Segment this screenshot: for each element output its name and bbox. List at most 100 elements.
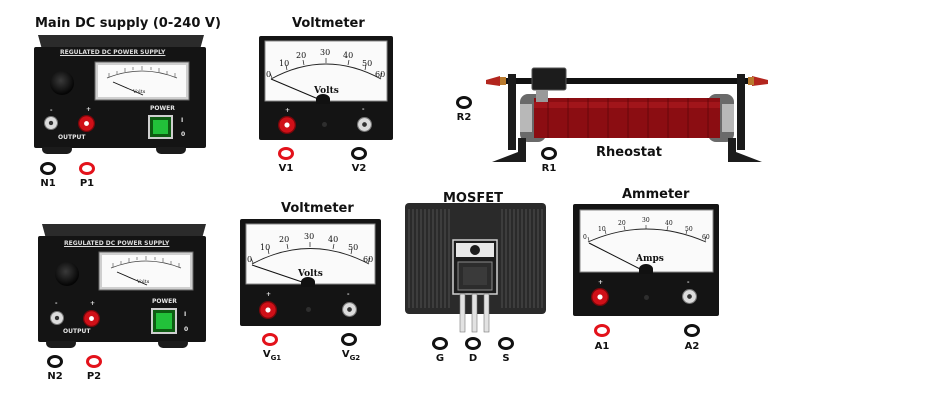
scale-tick: 40 xyxy=(343,51,353,60)
meter-unit-label: Volts xyxy=(313,86,339,96)
terminal-vg1-main: V xyxy=(262,349,271,360)
scale-tick: 60 xyxy=(702,234,710,241)
meter-plus-label: + xyxy=(598,279,604,286)
terminal-r2[interactable] xyxy=(456,96,472,109)
meter-minus-label: - xyxy=(362,106,365,113)
mosfet-heading: MOSFET xyxy=(443,191,503,206)
psu-foot xyxy=(42,147,72,154)
power-switch[interactable] xyxy=(148,115,173,139)
terminal-r2-label: R2 xyxy=(456,112,472,123)
terminal-drain[interactable] xyxy=(465,337,481,350)
psu-negative-jack[interactable] xyxy=(44,116,58,130)
terminal-p1-label: P1 xyxy=(79,178,95,189)
terminal-v1[interactable] xyxy=(278,147,294,160)
scale-tick: 50 xyxy=(362,59,372,68)
terminal-source-label: S xyxy=(502,353,510,364)
psu-negative-jack[interactable] xyxy=(50,311,64,325)
rheostat-label: Rheostat xyxy=(596,145,662,160)
psu-output-label: OUTPUT xyxy=(63,328,91,335)
terminal-p1[interactable] xyxy=(79,162,95,175)
psu-power-label: POWER xyxy=(150,105,175,112)
psu-title: REGULATED DC POWER SUPPLY xyxy=(64,240,170,247)
needle-pivot xyxy=(316,94,330,104)
psu-plus-label: + xyxy=(86,106,92,113)
meter-positive-jack[interactable] xyxy=(259,301,277,319)
terminal-a1-label: A1 xyxy=(594,341,610,352)
meter-negative-jack[interactable] xyxy=(682,289,697,304)
terminal-v1-label: V1 xyxy=(278,163,294,174)
terminal-n1[interactable] xyxy=(40,162,56,175)
zero-adjust-screw[interactable] xyxy=(322,122,327,127)
psu-top-panel xyxy=(38,35,204,47)
terminal-vg2-label: VG2 xyxy=(336,349,366,362)
voltage-adjust-knob[interactable] xyxy=(50,71,74,95)
terminal-p2[interactable] xyxy=(86,355,102,368)
scale-tick: 20 xyxy=(618,220,626,227)
scale-tick: 30 xyxy=(304,232,314,241)
psu-minus-label: - xyxy=(55,300,58,307)
terminal-a2[interactable] xyxy=(684,324,700,337)
terminal-vg2[interactable] xyxy=(341,333,357,346)
psu-plus-label: + xyxy=(90,300,96,307)
meter-positive-jack[interactable] xyxy=(591,288,609,306)
terminal-n2[interactable] xyxy=(47,355,63,368)
psu-positive-jack[interactable] xyxy=(83,310,100,327)
psu-foot xyxy=(158,341,188,348)
meter-plus-label: + xyxy=(266,291,272,298)
meter-positive-jack[interactable] xyxy=(278,116,296,134)
needle-pivot xyxy=(301,277,315,287)
terminal-vg1-sub: G1 xyxy=(270,354,282,362)
main-supply-heading: Main DC supply (0-240 V) xyxy=(35,16,221,31)
psu-positive-jack[interactable] xyxy=(78,115,95,132)
scale-tick: 30 xyxy=(642,217,650,224)
scale-tick: 0 xyxy=(247,255,252,264)
power-switch[interactable] xyxy=(151,308,177,334)
ammeter-heading: Ammeter xyxy=(622,187,690,202)
psu-foot xyxy=(46,341,76,348)
terminal-vg2-sub: G2 xyxy=(349,354,361,362)
psu-off-label: 0 xyxy=(184,326,189,333)
scale-tick: 10 xyxy=(260,243,270,252)
terminal-r1[interactable] xyxy=(541,147,557,160)
meter-negative-jack[interactable] xyxy=(342,302,357,317)
mosfet-transistor xyxy=(452,239,498,333)
scale-tick: 10 xyxy=(598,226,606,233)
scale-tick: 20 xyxy=(279,235,289,244)
terminal-vg1[interactable] xyxy=(262,333,278,346)
terminal-vg2-main: V xyxy=(341,349,350,360)
meter-dial: 0 10 20 30 40 50 60 Volts xyxy=(245,223,376,285)
terminal-source[interactable] xyxy=(498,337,514,350)
scale-tick: 60 xyxy=(375,70,385,79)
meter-unit-label: Volts xyxy=(297,269,323,279)
scale-tick: 40 xyxy=(665,220,673,227)
rheostat xyxy=(486,67,768,162)
scale-tick: 60 xyxy=(363,255,373,264)
psu-output-label: OUTPUT xyxy=(58,134,86,141)
scale-tick: 50 xyxy=(348,243,358,252)
psu-unit-label: Volts xyxy=(132,89,146,95)
meter-minus-label: - xyxy=(347,291,350,298)
zero-adjust-screw[interactable] xyxy=(644,295,649,300)
scale-tick: 0 xyxy=(266,70,271,79)
terminal-v2[interactable] xyxy=(351,147,367,160)
terminal-v2-label: V2 xyxy=(351,163,367,174)
terminal-n1-label: N1 xyxy=(40,178,56,189)
terminal-gate[interactable] xyxy=(432,337,448,350)
psu-analog-display: Volts xyxy=(94,61,190,101)
psu-unit-label: Volts xyxy=(136,279,150,285)
terminal-gate-label: G xyxy=(435,353,445,364)
psu-foot xyxy=(156,147,186,154)
meter-plus-label: + xyxy=(285,107,291,114)
scale-tick: 0 xyxy=(583,234,587,241)
terminal-drain-label: D xyxy=(468,353,478,364)
meter-negative-jack[interactable] xyxy=(357,117,372,132)
psu-minus-label: - xyxy=(50,107,53,114)
voltage-adjust-knob[interactable] xyxy=(55,262,79,286)
voltmeter-bottom-heading: Voltmeter xyxy=(281,201,354,216)
terminal-vg1-label: VG1 xyxy=(257,349,287,362)
terminal-a1[interactable] xyxy=(594,324,610,337)
terminal-a2-label: A2 xyxy=(684,341,700,352)
zero-adjust-screw[interactable] xyxy=(306,307,311,312)
scale-tick: 10 xyxy=(279,59,289,68)
terminal-r1-label: R1 xyxy=(541,163,557,174)
